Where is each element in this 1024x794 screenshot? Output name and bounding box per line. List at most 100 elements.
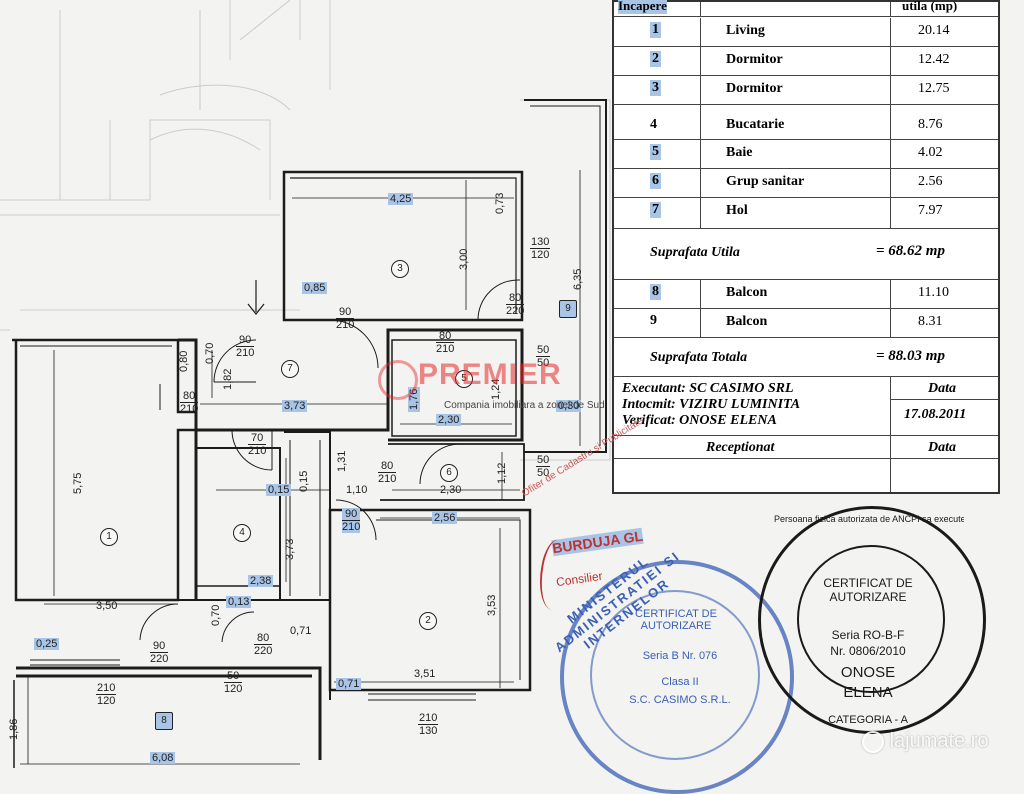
watermark-logo-icon — [378, 360, 418, 400]
room-number-9: 9 — [559, 300, 577, 318]
data-header-2: Data — [928, 440, 956, 455]
dim-label: 4,25 — [388, 193, 414, 205]
ministry-serie: Seria B Nr. 076 — [642, 650, 718, 662]
watermark-brand: PREMIER — [418, 358, 562, 391]
dim-label: 1,86 — [8, 718, 20, 740]
header-utila: utila (mp) — [902, 0, 958, 13]
dim-label: 2,56 — [432, 512, 458, 524]
dim-label: 6,08 — [150, 752, 176, 764]
table-row: 4 Bucatarie 8.76 — [614, 105, 998, 140]
dim-label: 0,15 — [298, 470, 310, 492]
table-row: 3 Dormitor 12.75 — [614, 76, 998, 105]
dim-label: 6,35 — [572, 268, 584, 290]
table-row: 5 Baie 4.02 — [614, 140, 998, 169]
dim-label: 0,70 — [204, 342, 216, 364]
dim-label: 1,82 — [222, 368, 234, 390]
intocmit-label: Intocmit: VIZIRU LUMINITA — [622, 397, 801, 412]
table-header: Incapere utila (mp) — [614, 0, 998, 17]
room-number-2: 2 — [419, 612, 437, 630]
floor-plan — [0, 0, 611, 768]
dim-label: 0,30 — [556, 400, 582, 412]
dim-label: 3,50 — [96, 600, 118, 612]
room-number-4: 4 — [233, 524, 251, 542]
dim-label: 0,15 — [266, 484, 292, 496]
dim-label: 3,53 — [486, 594, 498, 616]
room-number-3: 3 — [391, 260, 409, 278]
dim-label: 3,73 — [284, 538, 296, 560]
room-number-1: 1 — [100, 528, 118, 546]
surveyor-category: CATEGORIA - A — [828, 714, 908, 726]
premier-watermark: PREMIER Compania imobiliara a zonei de S… — [378, 358, 658, 414]
receptionat-label: Receptionat — [706, 440, 775, 455]
room-number-7: 7 — [281, 360, 299, 378]
dim-label: 0,73 — [494, 192, 506, 214]
dim-label: 0,80 — [178, 350, 190, 372]
table-row: 1 Living 20.14 — [614, 18, 998, 47]
grand-total-row: Suprafata Totala = 88.03 mp — [614, 338, 998, 377]
dim-label: 0,25 — [34, 638, 60, 650]
receptionat-block: Receptionat Data — [614, 436, 998, 492]
area-table: Incapere utila (mp) 1 Living 20.14 2 Dor… — [612, 0, 1000, 494]
surveyor-cert: CERTIFICAT DE AUTORIZARE — [823, 576, 913, 604]
walls — [12, 99, 607, 768]
surveyor-nr: Nr. 0806/2010 — [830, 644, 906, 658]
watermark-subtitle: Compania imobiliara a zonei de Sud — [444, 400, 605, 411]
surveyor-serie: Seria RO-B-F — [831, 628, 905, 642]
executant-block: Executant: SC CASIMO SRL Intocmit: VIZIR… — [614, 377, 998, 436]
door-swings — [139, 279, 521, 643]
site-name: lajumate.ro — [889, 730, 989, 752]
executant-label: Executant: SC CASIMO SRL — [622, 381, 794, 396]
table-row: 7 Hol 7.97 — [614, 198, 998, 229]
site-logo-icon — [862, 730, 884, 753]
dim-label: 5,75 — [72, 472, 84, 494]
ministry-cert: CERTIFICAT DE AUTORIZARE — [635, 608, 717, 632]
dim-label: 0,71 — [336, 678, 362, 690]
table-row: 9 Balcon 8.31 — [614, 309, 998, 338]
dim-label: 2,30 — [436, 414, 462, 426]
surveyor-ring-text: Persoana fizica autorizata de ANCPI sa e… — [774, 514, 964, 524]
table-row: 8 Balcon 11.10 — [614, 280, 998, 309]
room-number-6: 6 — [440, 464, 458, 482]
dim-label: 0,71 — [290, 625, 312, 637]
dim-label: 1,10 — [346, 484, 368, 496]
header-incapere: Incapere — [618, 0, 667, 14]
table-row: 6 Grup sanitar 2.56 — [614, 169, 998, 198]
dim-label: 0,13 — [226, 596, 252, 608]
room-number-8: 8 — [155, 712, 173, 730]
dim-label: 0,85 — [302, 282, 328, 294]
dim-label: 1,31 — [336, 450, 348, 472]
surveyor-name-1: ONOSE — [840, 664, 896, 681]
dim-label: 3,51 — [414, 668, 436, 680]
dim-label: 1,12 — [496, 462, 508, 484]
ministry-firm: S.C. CASIMO S.R.L. — [629, 694, 731, 706]
verificat-label: Verificat: ONOSE ELENA — [622, 413, 777, 428]
room-number-5: 5 — [455, 370, 473, 388]
site-watermark: lajumate.ro — [862, 730, 1012, 760]
dim-label: 3,73 — [282, 400, 308, 412]
ministry-class: Clasa II — [661, 676, 699, 688]
dim-label: 2,38 — [248, 575, 274, 587]
util-total-row: Suprafata Utila = 68.62 mp — [614, 229, 998, 280]
dim-label: 0,70 — [210, 604, 222, 626]
table-row: 2 Dormitor 12.42 — [614, 47, 998, 76]
dim-label: 3,00 — [458, 248, 470, 270]
entrance-arrow-icon — [247, 280, 265, 315]
surveyor-name-2: ELENA — [843, 684, 893, 701]
data-header: Data — [928, 381, 956, 396]
